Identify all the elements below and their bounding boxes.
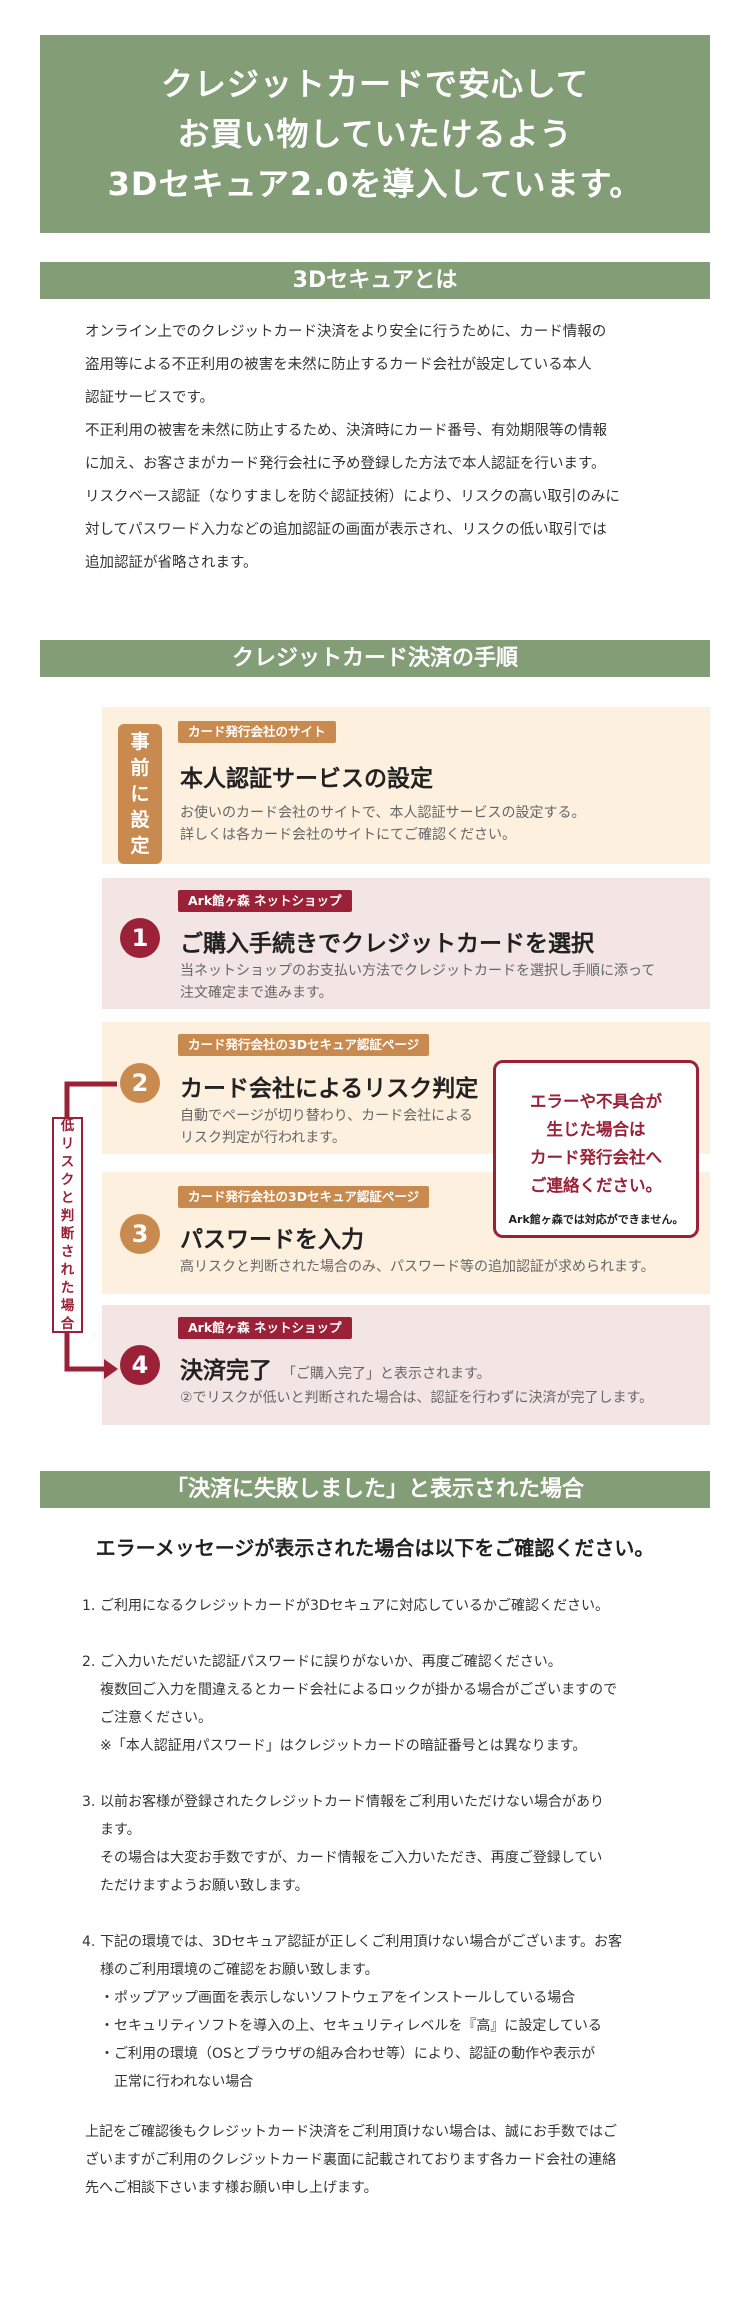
- label-char: 合: [60, 1316, 75, 1332]
- about-text: オンライン上でのクレジットカード決済をより安全に行うために、カード情報の 盗用等…: [85, 316, 675, 580]
- step-4: Ark館ヶ森 ネットショップ 4 決済完了「ご購入完了」と表示されます。 ②でリ…: [102, 1305, 710, 1425]
- label-char: さ: [60, 1244, 75, 1260]
- step-1: Ark館ヶ森 ネットショップ 1 ご購入手続きでクレジットカードを選択 当ネット…: [102, 878, 710, 1009]
- fail-lead: エラーメッセージが表示された場合は以下をご確認ください。: [95, 1536, 655, 1560]
- step-title: 本人認証サービスの設定: [180, 766, 433, 792]
- label-char: 断: [60, 1226, 75, 1242]
- step-number: 4: [120, 1345, 160, 1385]
- step-description: 高リスクと判断された場合のみ、パスワード等の追加認証が求められます。: [180, 1259, 655, 1275]
- list-number: 4.: [82, 1934, 96, 1950]
- badge-char: 定: [130, 835, 150, 857]
- list-text: 下記の環境では、3Dセキュア認証が正しくご利用頂けない場合がございます。お客 様…: [100, 1934, 623, 2090]
- about-line: 認証サービスです。: [85, 390, 215, 406]
- list-text: 以前お客様が登録されたクレジットカード情報をご利用いただけない場合があり ます。…: [100, 1794, 604, 1894]
- label-char: リ: [60, 1136, 75, 1152]
- step-inline-note: 「ご購入完了」と表示されます。: [282, 1366, 491, 1382]
- label-char: た: [60, 1280, 75, 1296]
- step-title: パスワードを入力: [180, 1227, 364, 1253]
- step-tag: カード発行会社の3Dセキュア認証ページ: [178, 1034, 430, 1056]
- step-title: カード会社によるリスク判定: [180, 1076, 479, 1102]
- step-number: 2: [120, 1063, 160, 1103]
- list-text: ご利用になるクレジットカードが3Dセキュアに対応しているかご確認ください。: [100, 1598, 609, 1614]
- low-risk-label: 低 リ ス ク と 判 断 さ れ た 場 合: [52, 1117, 83, 1333]
- section-heading-about: 3Dセキュアとは: [40, 262, 710, 299]
- error-notice-note: Ark館ヶ森では対応ができません。: [508, 1213, 684, 1226]
- list-item: 2.ご入力いただいた認証パスワードに誤りがないか、再度ご確認ください。 複数回ご…: [82, 1648, 677, 1760]
- list-item: 3.以前お客様が登録されたクレジットカード情報をご利用いただけない場合があり ま…: [82, 1788, 677, 1900]
- list-text: ご入力いただいた認証パスワードに誤りがないか、再度ご確認ください。 複数回ご入力…: [100, 1654, 618, 1754]
- list-number: 1.: [82, 1598, 96, 1614]
- step-tag: Ark館ヶ森 ネットショップ: [178, 1317, 352, 1339]
- badge-char: に: [130, 783, 150, 805]
- label-char: 場: [60, 1298, 75, 1314]
- step-title: ご購入手続きでクレジットカードを選択: [180, 931, 594, 957]
- step-number: 1: [120, 918, 160, 958]
- list-number: 2.: [82, 1654, 96, 1670]
- pre-setup-badge: 事 前 に 設 定: [118, 724, 162, 864]
- check-list: 1.ご利用になるクレジットカードが3Dセキュアに対応しているかご確認ください。 …: [82, 1592, 677, 2124]
- badge-char: 前: [130, 757, 150, 779]
- pre-setup-step: 事 前 に 設 定 カード発行会社のサイト 本人認証サービスの設定 お使いのカー…: [102, 707, 710, 864]
- step-description: 当ネットショップのお支払い方法でクレジットカードを選択し手順に添って 注文確定ま…: [180, 963, 656, 1001]
- label-char: れ: [60, 1262, 75, 1278]
- list-item: 1.ご利用になるクレジットカードが3Dセキュアに対応しているかご確認ください。: [82, 1592, 677, 1620]
- step-description: ②でリスクが低いと判断された場合は、認証を行わずに決済が完了します。: [180, 1390, 654, 1406]
- badge-char: 事: [130, 731, 150, 753]
- section-heading-fail: 「決済に失敗しました」と表示された場合: [40, 1471, 710, 1508]
- step-description: 自動でページが切り替わり、カード会社による リスク判定が行われます。: [180, 1108, 473, 1146]
- label-char: と: [60, 1190, 75, 1206]
- step-title: 決済完了「ご購入完了」と表示されます。: [180, 1351, 491, 1385]
- about-line: 盗用等による不正利用の被害を未然に防止するカード会社が設定している本人: [85, 357, 592, 373]
- about-line: に加え、お客さまがカード発行会社に予め登録した方法で本人認証を行います。: [85, 456, 606, 472]
- closing-text: 上記をご確認後もクレジットカード決済をご利用頂けない場合は、誠にお手数ではご ざ…: [85, 2124, 617, 2196]
- step-title-text: 決済完了: [180, 1358, 272, 1384]
- step-description: お使いのカード会社のサイトで、本人認証サービスの設定する。 詳しくは各カード会社…: [180, 805, 586, 843]
- step-tag: カード発行会社の3Dセキュア認証ページ: [178, 1186, 430, 1208]
- step-number: 3: [120, 1214, 160, 1254]
- badge-char: 設: [130, 809, 150, 831]
- label-char: 低: [60, 1118, 75, 1134]
- error-contact-notice: エラーや不具合が 生じた場合は カード発行会社へ ご連絡ください。 Ark館ヶ森…: [493, 1060, 699, 1238]
- step-tag: カード発行会社のサイト: [178, 721, 336, 743]
- list-number: 3.: [82, 1794, 96, 1810]
- about-line: 対してパスワード入力などの追加認証の画面が表示され、リスクの低い取引では: [85, 522, 607, 538]
- about-line: 不正利用の被害を未然に防止するため、決済時にカード番号、有効期限等の情報: [85, 423, 607, 439]
- about-line: リスクベース認証（なりすましを防ぐ認証技術）により、リスクの高い取引のみに: [85, 489, 620, 505]
- section-heading-flow: クレジットカード決済の手順: [40, 640, 710, 677]
- list-item: 4.下記の環境では、3Dセキュア認証が正しくご利用頂けない場合がございます。お客…: [82, 1928, 677, 2096]
- arrow-head-icon: [104, 1359, 118, 1379]
- error-notice-text: エラーや不具合が 生じた場合は カード発行会社へ ご連絡ください。: [530, 1092, 662, 1195]
- about-line: 追加認証が省略されます。: [85, 555, 258, 571]
- hero-title: クレジットカードで安心して お買い物していたけるよう 3Dセキュア2.0を導入し…: [107, 65, 643, 203]
- label-char: ス: [60, 1154, 75, 1170]
- about-line: オンライン上でのクレジットカード決済をより安全に行うために、カード情報の: [85, 324, 607, 340]
- step-tag: Ark館ヶ森 ネットショップ: [178, 890, 352, 912]
- label-char: 判: [60, 1208, 75, 1224]
- label-char: ク: [60, 1172, 75, 1188]
- hero-banner: クレジットカードで安心して お買い物していたけるよう 3Dセキュア2.0を導入し…: [40, 35, 710, 233]
